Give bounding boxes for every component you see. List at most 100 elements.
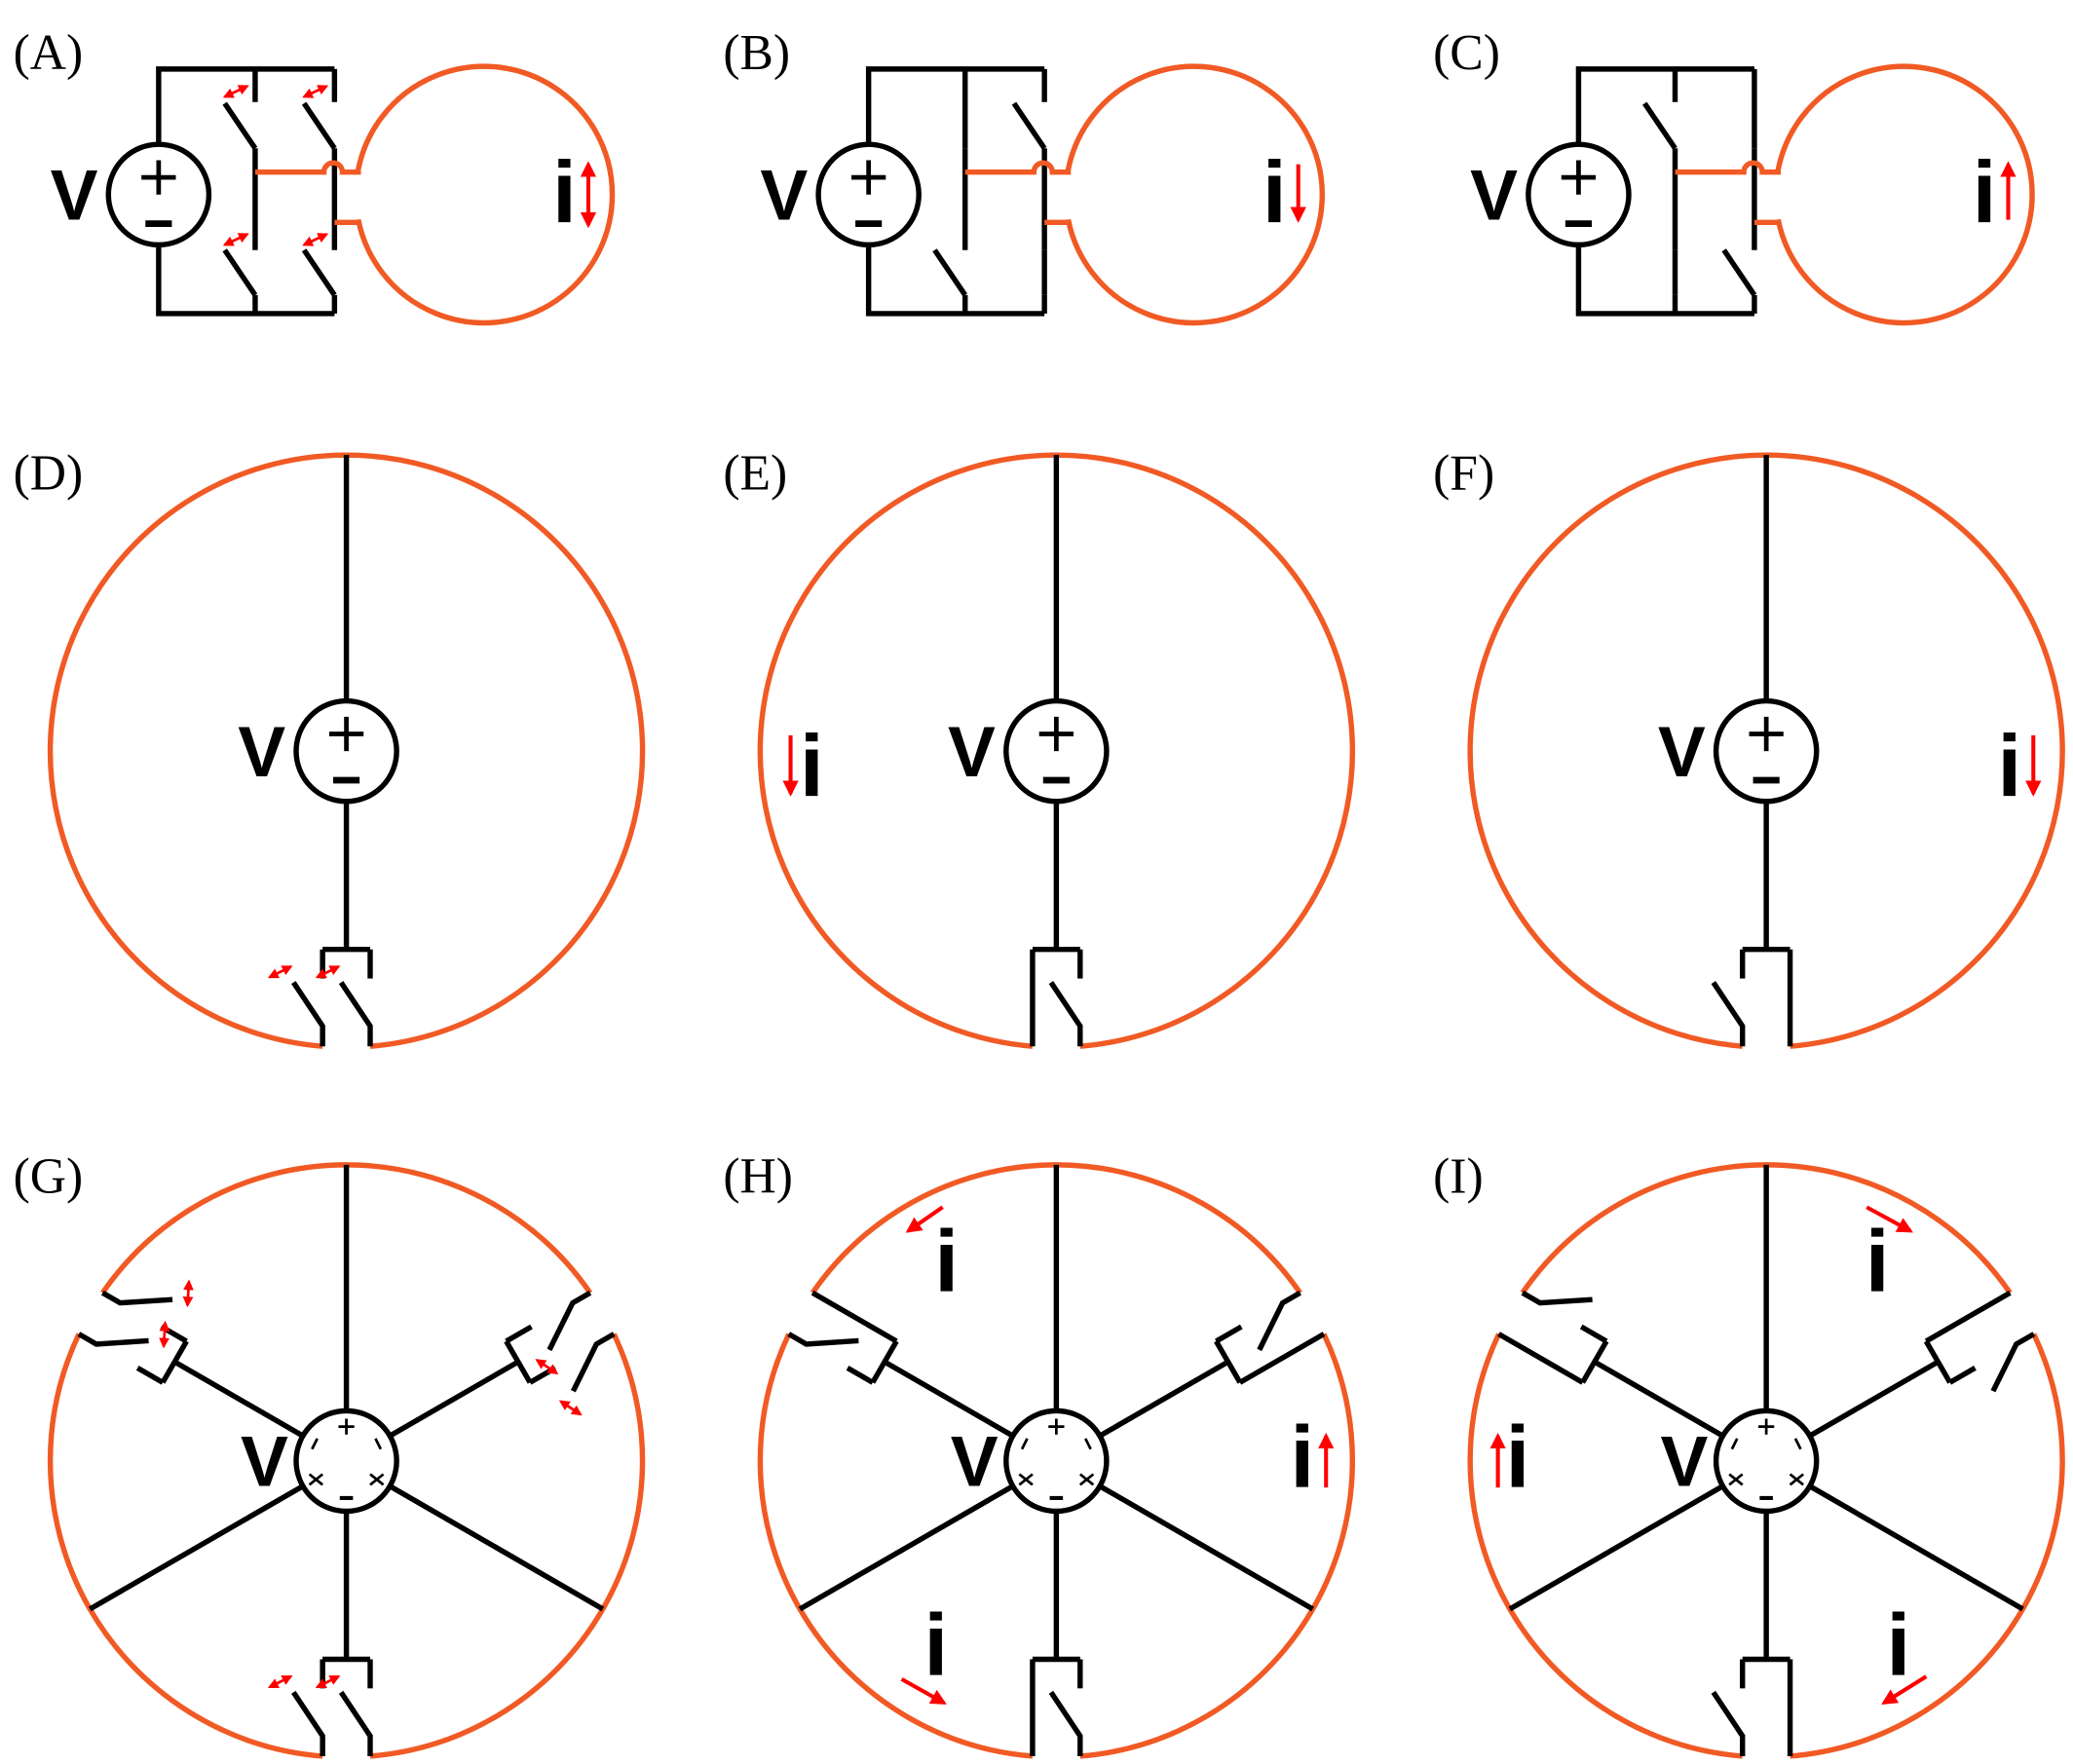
source-label: V [948,712,996,792]
current-label: i [1263,143,1287,241]
switch-unit [1808,1290,2036,1439]
coil-arc [369,1332,646,1759]
open-switch-blade [1048,981,1083,1047]
current-arrow-icon [1866,1205,1913,1233]
voltage-source [1526,141,1632,248]
spoke-wire [88,1483,305,1612]
source-circle [105,141,212,248]
current-label: i [934,1213,959,1310]
source-circle [293,1407,399,1515]
open-switch-blade [932,248,967,297]
toggle-arrow-icon [302,233,329,246]
coil-group [47,452,646,1049]
load-coil-loop [964,63,1326,326]
open-switch-blade [222,248,258,297]
panel-g: (G) V [14,1148,646,1759]
open-switch-blade [1521,1290,1593,1306]
closed-switch-leg [1924,1290,2012,1344]
current-label: i [923,1596,948,1694]
switch-contact [1215,1324,1243,1344]
minus-tick-icon [1084,1438,1092,1450]
coil-arc [757,1332,1034,1759]
current-label: i [1886,1596,1910,1694]
three-phase-source [1003,1407,1110,1515]
panel-label: (C) [1433,25,1500,81]
switch-contact [505,1324,533,1344]
spoke-wire [1508,1483,1724,1612]
open-switch-blade [787,1332,859,1347]
source-label: V [241,1422,288,1502]
minus-tick-icon [1793,1438,1802,1450]
open-switch-blade [338,1690,373,1756]
switch-unit [388,1290,616,1439]
spoke-wire [1808,1483,2024,1612]
toggle-arrow-icon [302,85,329,98]
open-switch-blade [1048,1690,1083,1756]
toggle-arrow-icon [315,965,341,979]
source-label: V [1470,156,1518,236]
current-arrow-icon [905,1205,944,1233]
cross-mark-icon [1789,1473,1804,1486]
panel-label: (D) [14,445,84,501]
voltage-source [1003,697,1110,805]
switch-bar [504,1339,533,1384]
toggle-arrow-icon [315,1674,341,1689]
coil-group [47,1162,646,1759]
source-circle [293,697,399,805]
minus-tick-icon [374,1438,383,1450]
toggle-arrow-icon [267,1674,293,1689]
panel-e: (E)Vi [723,445,1356,1049]
open-switch-blade [1011,101,1047,150]
closed-switch-leg [810,1290,898,1344]
top-rail [865,66,1045,145]
toggle-arrow-icon [267,965,293,979]
current-arrow-icon [1881,1674,1928,1706]
cross-mark-icon [369,1473,385,1486]
switch-bar [1580,1339,1609,1384]
cross-mark-icon [1018,1473,1034,1486]
open-switch-blade [338,981,373,1047]
toggle-arrow-icon [222,233,249,246]
top-rail [1575,66,1754,145]
open-switch-blade [1711,1690,1746,1756]
top-rail [156,66,335,145]
coil-arc [1790,1332,2065,1759]
source-circle [1003,1407,1110,1515]
current-label: i [1290,1408,1314,1506]
switch-unit [787,1290,1015,1439]
source-circle [1003,697,1110,805]
panel-d: (D) V [14,445,646,1049]
spoke-wire [172,1359,305,1439]
spoke-wire [388,1359,520,1439]
panel-label: (E) [723,445,787,501]
minus-tick-icon [311,1438,319,1450]
toggle-arrow-icon [159,1320,170,1349]
source-circle [1713,1407,1820,1515]
panel-label: (G) [14,1148,84,1204]
cross-mark-icon [1078,1473,1095,1486]
switch-unit [1098,1290,1326,1439]
current-arrow-icon [900,1677,947,1706]
open-switch-blade [547,1290,592,1352]
spoke-wire [388,1483,605,1612]
current-label: i [1506,1408,1530,1506]
switch-unit [1711,1511,1793,1756]
three-phase-source [293,1407,399,1515]
load-coil-loop [254,63,616,326]
spoke-wire [1098,1483,1314,1612]
bottom-rail [1575,244,1754,317]
toggle-arrow-icon [182,1279,194,1308]
spoke-wire [1593,1359,1724,1439]
switch-contact [1948,1366,1977,1385]
open-switch-blade [77,1332,149,1347]
source-label: V [238,712,285,792]
switch-bar [870,1339,899,1384]
coil-arc [1079,1332,1355,1759]
open-switch-blade [291,1690,325,1756]
open-switch-blade [301,101,337,150]
panel-label: (I) [1433,1148,1484,1204]
